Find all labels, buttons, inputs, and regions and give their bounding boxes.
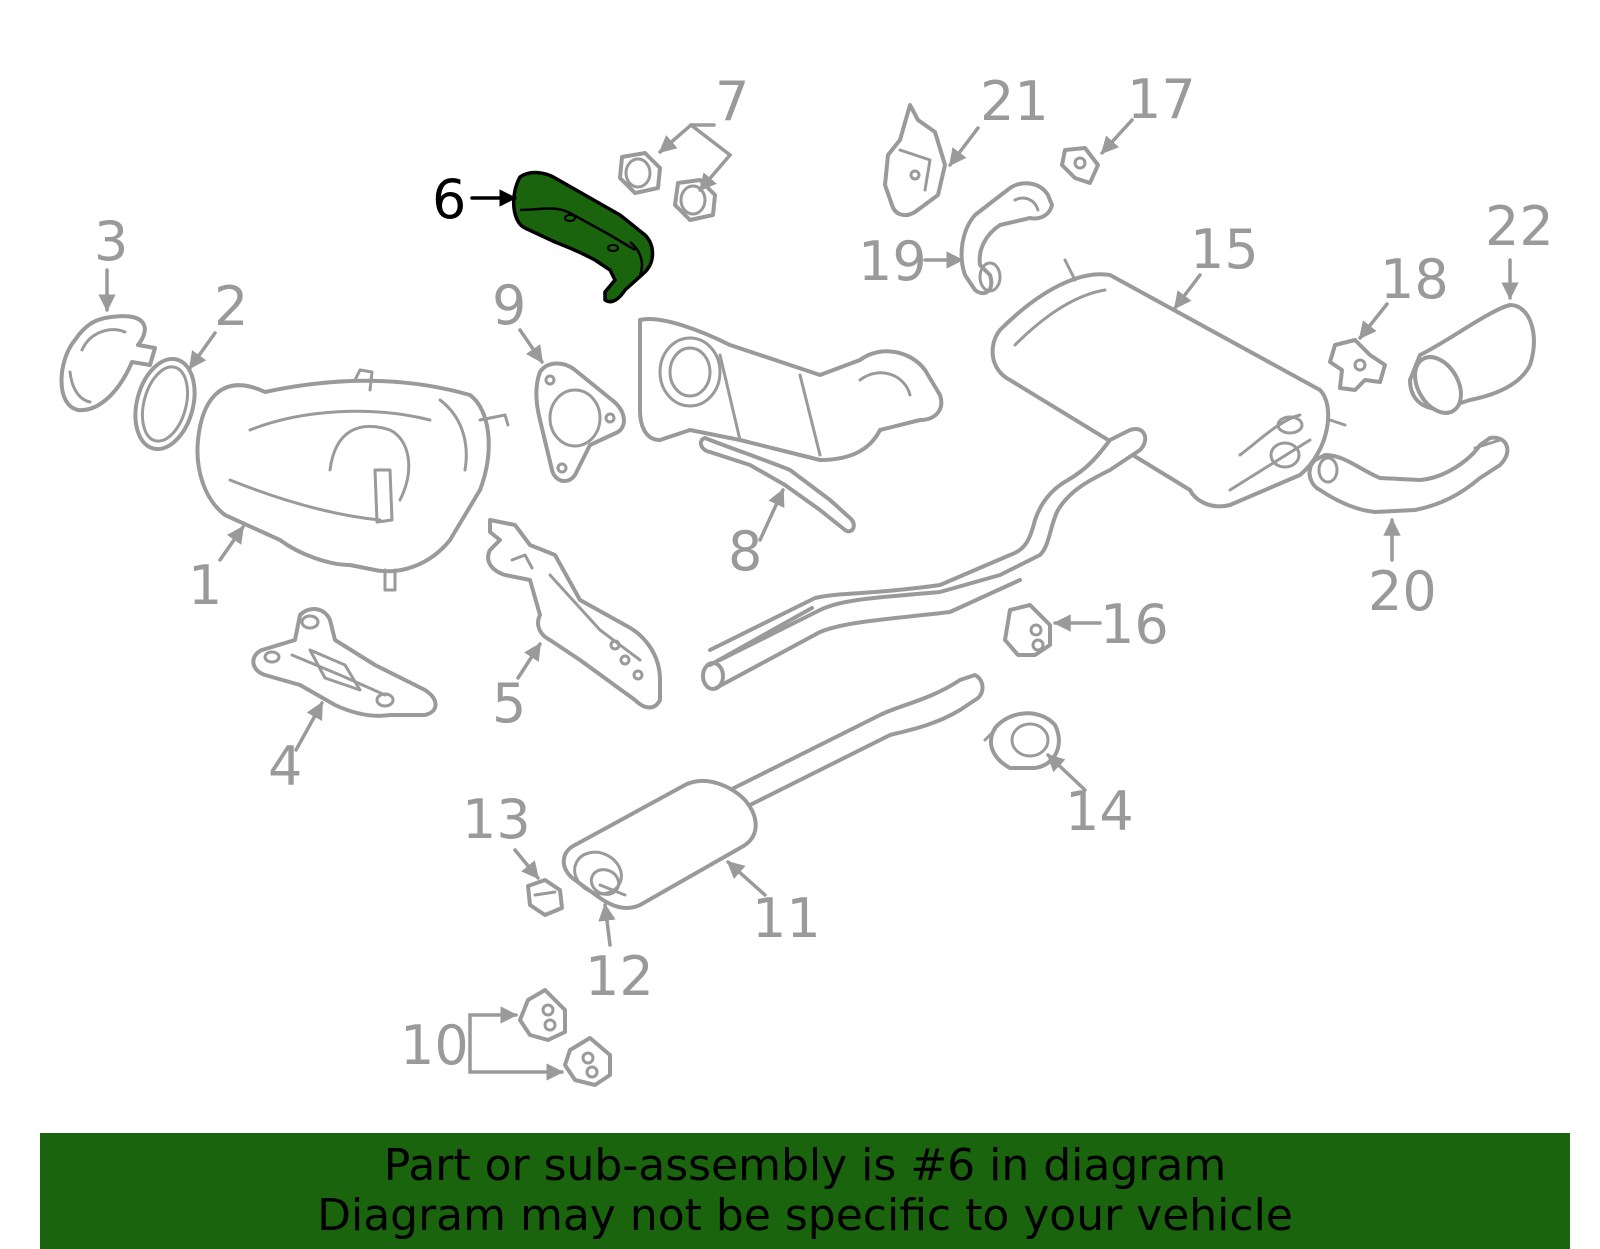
label-part-22[interactable]: 22	[1485, 195, 1554, 258]
notice-line-part: Part or sub-assembly is #6 in diagram	[383, 1140, 1227, 1191]
label-part-12[interactable]: 12	[585, 945, 654, 1008]
label-part-19[interactable]: 19	[858, 230, 927, 293]
label-part-2[interactable]: 2	[214, 275, 248, 338]
label-part-14[interactable]: 14	[1065, 780, 1134, 843]
label-part-17[interactable]: 17	[1127, 68, 1196, 131]
part-1-manifold-converter[interactable]	[195, 368, 510, 592]
label-part-10[interactable]: 10	[400, 1014, 469, 1077]
notice-banner: Part or sub-assembly is #6 in diagram Di…	[40, 1133, 1570, 1249]
label-part-5[interactable]: 5	[492, 672, 526, 735]
part-22-tail-finisher[interactable]	[1406, 303, 1536, 421]
label-part-4[interactable]: 4	[268, 735, 302, 798]
part-19-pipe-bend[interactable]	[959, 181, 1054, 296]
label-part-21[interactable]: 21	[980, 70, 1049, 133]
part-16-insulator[interactable]	[1003, 603, 1052, 657]
part-3-clamp[interactable]	[59, 314, 157, 413]
label-part-1[interactable]: 1	[188, 554, 222, 617]
part-14-hanger[interactable]	[983, 711, 1061, 770]
part-21-hanger-bracket[interactable]	[883, 103, 947, 218]
part-13-nut[interactable]	[526, 878, 564, 917]
label-part-13[interactable]: 13	[462, 788, 531, 851]
label-part-11[interactable]: 11	[752, 887, 821, 950]
label-part-8[interactable]: 8	[728, 520, 762, 583]
part-5-bracket[interactable]	[486, 518, 662, 710]
part-4-bracket[interactable]	[251, 607, 438, 718]
label-part-16[interactable]: 16	[1100, 593, 1169, 656]
part-18-hanger[interactable]	[1328, 338, 1387, 392]
label-part-18[interactable]: 18	[1380, 248, 1449, 311]
part-10-insulators[interactable]	[518, 988, 612, 1087]
label-part-3[interactable]: 3	[94, 210, 128, 273]
notice-line-disclaimer: Diagram may not be specific to your vehi…	[317, 1190, 1293, 1241]
part-2-gasket-ring[interactable]	[126, 352, 204, 455]
label-part-15[interactable]: 15	[1190, 218, 1259, 281]
part-15-rear-muffler[interactable]	[990, 258, 1347, 509]
intermediate-pipe[interactable]	[701, 427, 1148, 691]
part-17-hanger[interactable]	[1060, 146, 1100, 185]
label-part-6[interactable]: 6	[432, 168, 466, 231]
callout-labels: 1 2 3 4 5 6 7 8 9 10 11 12 13 14 15 16 1…	[94, 68, 1554, 1077]
label-part-9[interactable]: 9	[492, 274, 526, 337]
part-8-front-pipe[interactable]	[638, 317, 944, 534]
part-20-tail-pipe[interactable]	[1307, 435, 1510, 514]
part-11-center-muffler[interactable]	[561, 673, 985, 910]
part-6-heat-shield[interactable]	[512, 170, 655, 304]
label-part-20[interactable]: 20	[1368, 560, 1437, 623]
part-9-flange-gasket[interactable]	[534, 361, 626, 483]
label-part-7[interactable]: 7	[715, 70, 749, 133]
leader-lines	[98, 118, 1519, 1081]
